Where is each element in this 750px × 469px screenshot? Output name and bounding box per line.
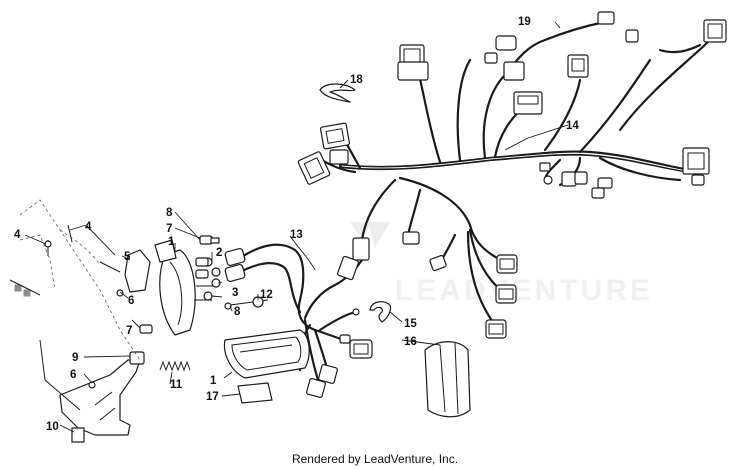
callout-4b: 4 xyxy=(85,221,92,233)
callout-13: 13 xyxy=(290,229,303,241)
watermark-logo xyxy=(350,222,390,248)
leader-lines xyxy=(24,21,569,433)
callout-labels: 1 1 2 3 4 4 5 6 6 7 7 8 8 9 10 11 12 13 … xyxy=(14,16,579,433)
callout-6a: 6 xyxy=(128,295,134,307)
callout-1a: 1 xyxy=(168,236,175,248)
watermark-text: LEADVENTURE xyxy=(395,274,653,307)
fasteners-left xyxy=(44,224,153,389)
main-wiring-harness xyxy=(303,20,712,327)
headlight-housing xyxy=(154,239,196,336)
clip-ring-16 xyxy=(369,301,392,323)
headlight-harness xyxy=(224,243,373,398)
callout-2: 2 xyxy=(216,247,222,259)
callout-10: 10 xyxy=(46,421,59,433)
fairing-outline xyxy=(9,199,141,411)
callout-17: 17 xyxy=(206,391,219,403)
spring xyxy=(159,360,191,372)
conduit-sleeve xyxy=(424,341,471,418)
callout-8b: 8 xyxy=(234,306,241,318)
callout-19: 19 xyxy=(518,16,531,28)
callout-9: 9 xyxy=(72,352,78,364)
callout-1b: 1 xyxy=(210,375,217,387)
callout-4a: 4 xyxy=(14,229,21,241)
callout-15: 15 xyxy=(404,318,417,330)
callout-7a: 7 xyxy=(166,223,172,235)
callout-12: 12 xyxy=(260,289,273,301)
callout-11: 11 xyxy=(170,379,183,391)
callout-3: 3 xyxy=(232,287,238,299)
mounting-hardware xyxy=(194,235,269,310)
decal xyxy=(237,382,273,404)
harness-connector-group xyxy=(297,11,727,339)
callout-18: 18 xyxy=(350,74,363,86)
callout-16: 16 xyxy=(404,336,417,348)
footer-credit: Rendered by LeadVenture, Inc. xyxy=(291,452,459,466)
callout-8a: 8 xyxy=(166,207,173,219)
callout-5: 5 xyxy=(124,251,131,263)
mounting-bracket xyxy=(59,351,145,443)
callout-14: 14 xyxy=(566,120,579,132)
headlight-assembly xyxy=(223,329,310,379)
clip-ring-18 xyxy=(319,83,356,103)
callout-6b: 6 xyxy=(70,369,76,381)
callout-7b: 7 xyxy=(126,325,132,337)
